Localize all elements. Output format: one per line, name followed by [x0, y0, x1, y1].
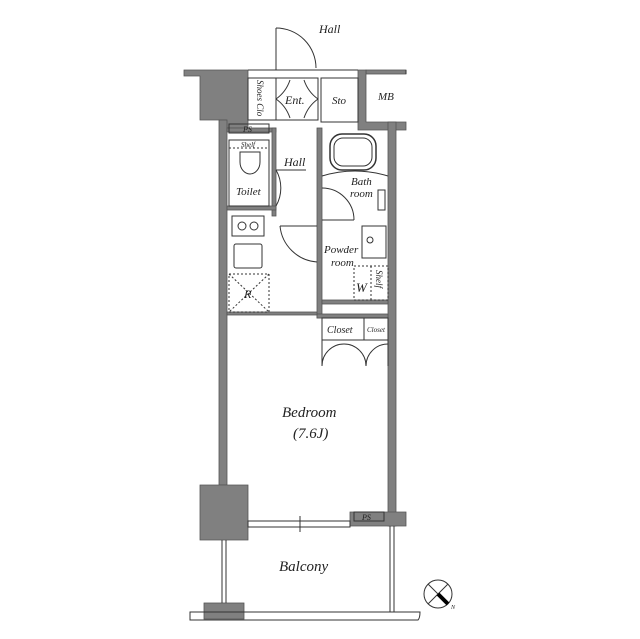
powder-room-label-1: Powder	[323, 244, 359, 256]
walls	[183, 69, 407, 620]
meter-box-label: MB	[377, 91, 394, 103]
toilet-shelf-label: Shelf	[241, 141, 256, 149]
ps-top-label: PS	[242, 125, 252, 134]
entrance-label: Ent.	[284, 93, 305, 107]
bedroom-label: Bedroom	[282, 405, 337, 421]
north-label: N	[450, 605, 456, 611]
closet-large-label: Closet	[327, 325, 353, 336]
linework	[189, 27, 453, 621]
shoes-closet-label: Shoes Clo	[255, 80, 265, 117]
bathroom-label-2: room	[350, 188, 373, 200]
north-arrow-icon	[436, 592, 450, 606]
bedroom-size-label: (7.6J)	[293, 426, 328, 442]
bathroom-label-1: Bath	[351, 176, 372, 188]
closet-small-label: Closet	[367, 326, 386, 334]
balcony-label: Balcony	[279, 559, 328, 575]
storage-label: Sto	[332, 95, 347, 107]
ps-bottom-label: PS	[361, 513, 371, 522]
powder-room-label-2: room	[331, 257, 354, 269]
hall-outside-label: Hall	[318, 22, 341, 36]
powder-shelf-label: Shelf	[374, 270, 384, 289]
hall-inside-label: Hall	[283, 155, 306, 169]
toilet-label: Toilet	[236, 186, 262, 198]
washer-label: W	[356, 280, 368, 295]
refrigerator-label: R	[243, 287, 252, 301]
